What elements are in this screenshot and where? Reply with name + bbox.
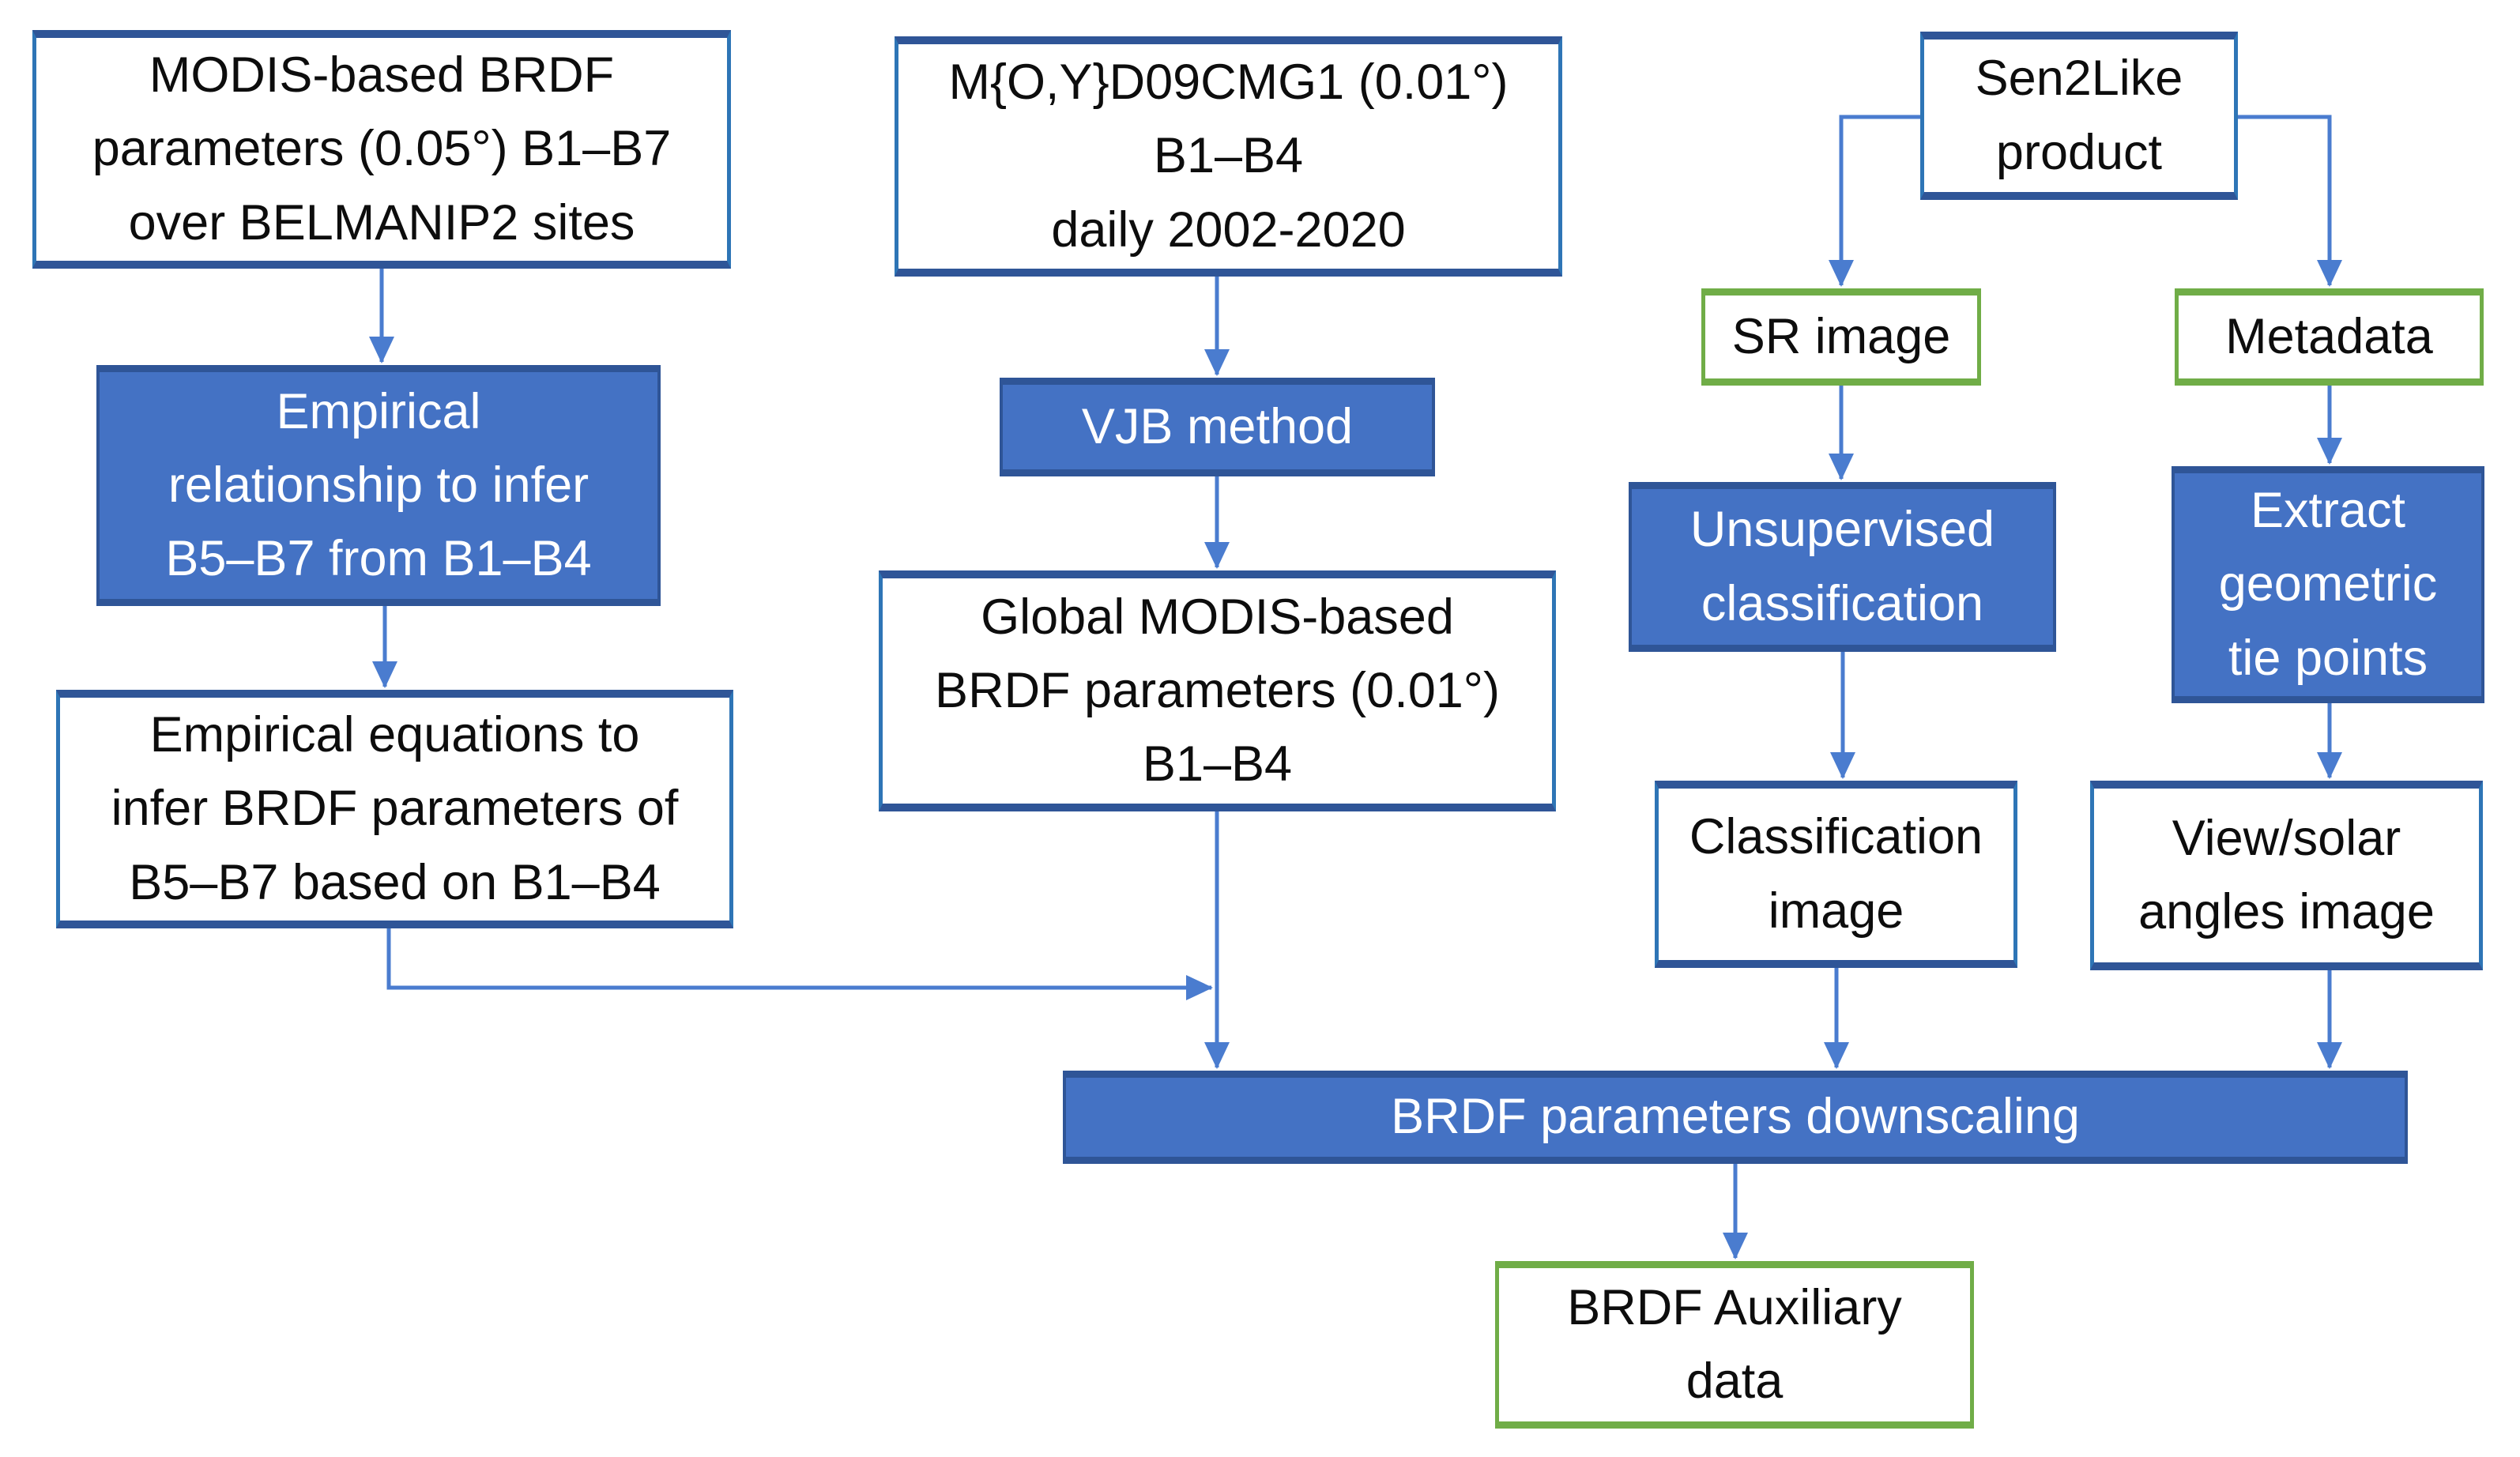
node-label: Unsupervised classification — [1689, 502, 1995, 631]
node-label: BRDF parameters downscaling — [1391, 1089, 2080, 1145]
node-empirical-relationship: Empirical relationship to infer B5–B7 fr… — [96, 365, 661, 606]
node-label: Empirical equations to infer BRDF parame… — [111, 707, 679, 910]
node-brdf-auxiliary-data: BRDF Auxiliary data — [1495, 1261, 1974, 1429]
node-label: Empirical relationship to infer B5–B7 fr… — [165, 383, 592, 587]
node-sen2like-product: Sen2Like product — [1920, 32, 2238, 200]
node-label: MODIS-based BRDF parameters (0.05°) B1–B… — [92, 47, 672, 250]
node-label: Sen2Like product — [1975, 51, 2183, 180]
node-label: Global MODIS-based BRDF parameters (0.01… — [935, 589, 1500, 793]
node-modis-brdf-parameters: MODIS-based BRDF parameters (0.05°) B1–B… — [32, 30, 731, 269]
node-brdf-parameters-downscaling: BRDF parameters downscaling — [1063, 1071, 2408, 1164]
node-view-solar-angles-image: View/solar angles image — [2090, 781, 2483, 970]
node-label: Classification image — [1689, 809, 1983, 939]
node-label: M{O,Y}D09CMG1 (0.01°) B1–B4 daily 2002-2… — [948, 55, 1509, 258]
node-sr-image: SR image — [1701, 288, 1981, 386]
node-label: Metadata — [2225, 308, 2433, 364]
node-global-modis-brdf: Global MODIS-based BRDF parameters (0.01… — [879, 570, 1556, 811]
connector-equations-elbow-to-middle — [386, 928, 1213, 1000]
node-empirical-equations: Empirical equations to infer BRDF parame… — [56, 690, 733, 928]
connector-sen2like-to-sr-image — [1829, 115, 1920, 287]
node-vjb-method: VJB method — [1000, 378, 1435, 476]
connector-sen2like-to-metadata — [2238, 115, 2342, 287]
node-extract-geometric-tie-points: Extract geometric tie points — [2172, 466, 2484, 703]
node-label: SR image — [1731, 308, 1951, 364]
node-metadata: Metadata — [2175, 288, 2484, 386]
node-label: Extract geometric tie points — [2218, 483, 2438, 686]
node-myd09cmg1: M{O,Y}D09CMG1 (0.01°) B1–B4 daily 2002-2… — [895, 36, 1562, 277]
node-label: BRDF Auxiliary data — [1567, 1279, 1902, 1409]
node-label: VJB method — [1081, 398, 1354, 454]
node-classification-image: Classification image — [1655, 781, 2017, 968]
node-unsupervised-classification: Unsupervised classification — [1629, 482, 2056, 652]
node-label: View/solar angles image — [2138, 810, 2435, 939]
